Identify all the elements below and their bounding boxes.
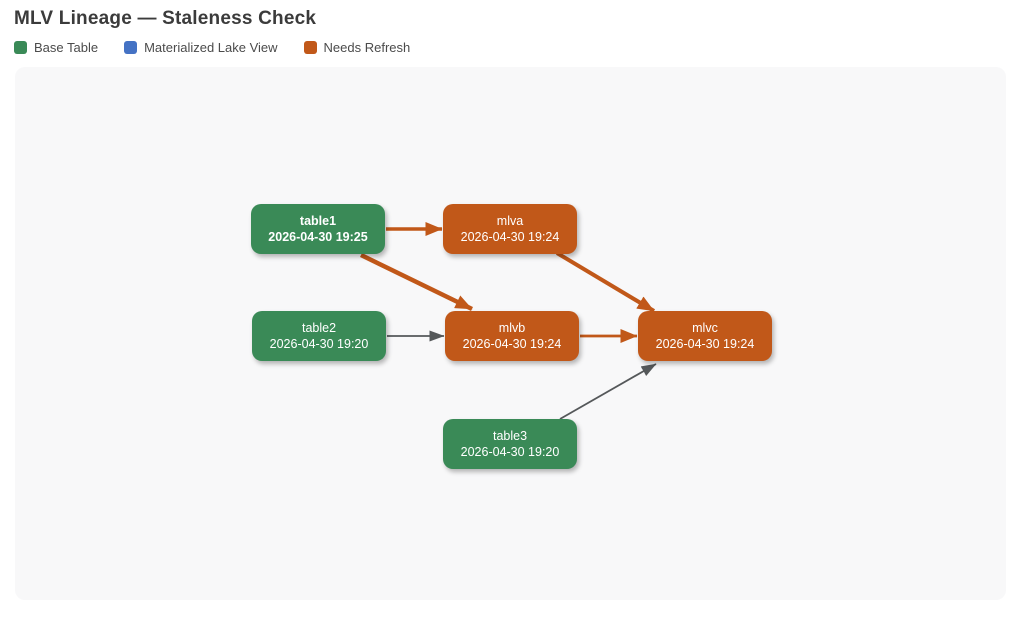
node-name: mlva [496, 213, 524, 228]
node-name: table3 [492, 428, 528, 443]
header: MLV Lineage — Staleness Check [14, 8, 316, 30]
node-mlvc[interactable]: mlvc 2026-04-30 19:24 [638, 311, 772, 361]
mlv-swatch-icon [124, 41, 138, 54]
legend-item-needs-refresh: Needs Refresh [303, 40, 411, 55]
legend: Base Table Materialized Lake View Needs … [14, 40, 410, 55]
node-name: mlvc [692, 320, 718, 335]
node-name: table2 [301, 320, 337, 335]
legend-item-base-table: Base Table [14, 40, 98, 55]
lineage-edges [360, 222, 657, 420]
node-table1[interactable]: table1 2026-04-30 19:25 [251, 204, 385, 254]
base-table-swatch-icon [14, 41, 27, 54]
edge-table1-mlvb [360, 252, 473, 312]
node-timestamp: 2026-04-30 19:20 [269, 337, 369, 351]
edge-mlva-mlvc [555, 251, 656, 313]
legend-item-materialized-lake-view: Materialized Lake View [124, 40, 278, 55]
node-timestamp: 2026-04-30 19:25 [268, 230, 368, 244]
node-name: mlvb [498, 320, 526, 335]
legend-label: Needs Refresh [323, 40, 411, 55]
node-mlva[interactable]: mlva 2026-04-30 19:24 [443, 204, 577, 254]
lineage-canvas: table1 2026-04-30 19:25 mlva 2026-04-30 … [15, 67, 1006, 600]
node-timestamp: 2026-04-30 19:20 [460, 445, 560, 459]
node-timestamp: 2026-04-30 19:24 [655, 337, 755, 351]
needs-refresh-swatch-icon [303, 41, 317, 54]
page-title: MLV Lineage — Staleness Check [14, 8, 317, 29]
node-mlvb[interactable]: mlvb 2026-04-30 19:24 [445, 311, 579, 361]
node-timestamp: 2026-04-30 19:24 [460, 230, 560, 244]
edge-table3-mlvc [559, 363, 657, 420]
legend-label: Materialized Lake View [144, 40, 278, 55]
node-table3[interactable]: table3 2026-04-30 19:20 [443, 419, 577, 469]
node-table2[interactable]: table2 2026-04-30 19:20 [252, 311, 386, 361]
node-timestamp: 2026-04-30 19:24 [462, 337, 562, 351]
legend-label: Base Table [34, 40, 99, 55]
node-name: table1 [299, 213, 337, 228]
